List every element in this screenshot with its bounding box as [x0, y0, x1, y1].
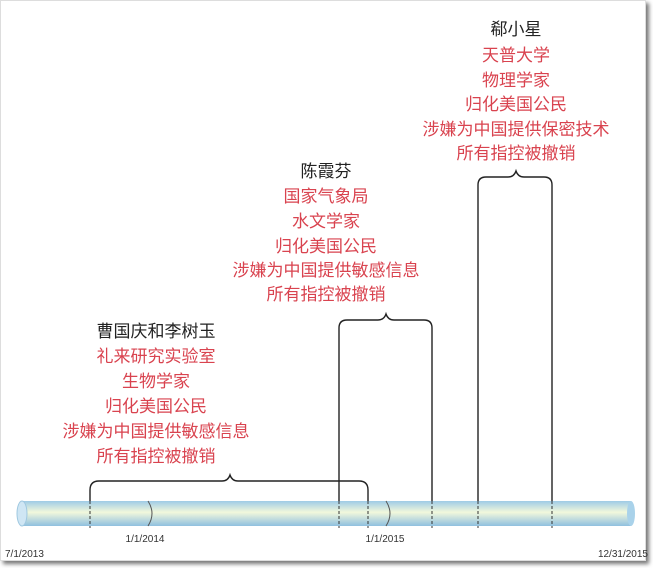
group-line: 所有指控被撤销 [457, 144, 576, 164]
tick-mark-2014 [147, 500, 153, 527]
group-line: 涉嫌为中国提供敏感信息 [233, 261, 420, 281]
group-line: 国家气象局 [284, 187, 369, 207]
group-line: 所有指控被撤销 [267, 285, 386, 305]
group-line: 涉嫌为中国提供保密技术 [423, 120, 610, 140]
group-name: 曹国庆和李树玉 [97, 322, 216, 342]
group-2-label: 陈霞芬 国家气象局 水文学家 归化美国公民 涉嫌为中国提供敏感信息 所有指控被撤… [233, 162, 420, 305]
group-line: 礼来研究实验室 [97, 347, 216, 367]
group-line: 归化美国公民 [465, 95, 567, 115]
group-line: 生物学家 [122, 372, 190, 392]
group-line: 涉嫌为中国提供敏感信息 [63, 422, 250, 442]
group-1-label: 曹国庆和李树玉 礼来研究实验室 生物学家 归化美国公民 涉嫌为中国提供敏感信息 … [63, 322, 250, 467]
timeline-bar [16, 500, 635, 527]
brace-group-3 [477, 168, 553, 501]
group-line: 物理学家 [482, 71, 550, 91]
tick-mark-2015 [385, 500, 391, 527]
start-date-label: 7/1/2013 [5, 549, 44, 560]
group-line: 归化美国公民 [105, 397, 207, 417]
tick-label-2014: 1/1/2014 [126, 534, 165, 545]
tick-label-2015: 1/1/2015 [366, 534, 405, 545]
end-date-label: 12/31/2015 [598, 549, 648, 560]
group-3-label: 郗小星 天普大学 物理学家 归化美国公民 涉嫌为中国提供保密技术 所有指控被撤销 [423, 20, 610, 164]
group-line: 归化美国公民 [275, 237, 377, 257]
brace-group-1 [89, 472, 369, 501]
group-name: 郗小星 [491, 20, 542, 40]
brace-group-2 [338, 311, 433, 501]
group-line: 天普大学 [482, 46, 550, 66]
group-line: 所有指控被撤销 [97, 447, 216, 467]
group-name: 陈霞芬 [301, 162, 352, 182]
group-line: 水文学家 [292, 212, 360, 232]
diagram-frame [0, 0, 646, 561]
